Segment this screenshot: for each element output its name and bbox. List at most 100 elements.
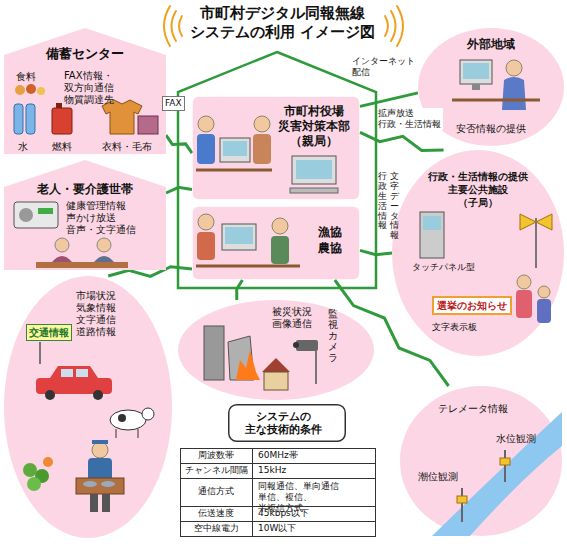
loudspeaker-pole (520, 214, 552, 268)
river-part (432, 412, 562, 536)
ellipse-fill (178, 300, 374, 400)
node-text-slot: FAX情報・双方向通信 物質調達先 (64, 70, 160, 106)
cow-part (138, 429, 139, 438)
damaged-town-part (236, 350, 260, 380)
gauge-poles-part (457, 496, 467, 503)
coop-staff (196, 214, 300, 266)
car (36, 366, 112, 400)
damaged-town (204, 326, 290, 390)
node-text-slot: 漁協 農協 (318, 224, 347, 256)
office-staff-part (220, 138, 250, 162)
label-text: FAX (162, 96, 185, 111)
edge-label: 拡声放送 行政・生活情報 (378, 108, 443, 130)
car-part (50, 366, 98, 378)
diagram-title: 市町村デジタル同報無線 システムの利用 イメージ図 (188, 4, 377, 42)
radio-waves-part (385, 16, 388, 36)
remote-user (452, 60, 540, 110)
citizens-part (517, 275, 531, 289)
label-text-slot: 行政・生活情報 (378, 172, 387, 231)
gauge-poles-part (504, 450, 506, 482)
remote-user-part (463, 63, 489, 79)
coop-staff-part (272, 218, 288, 234)
market-worker-part (83, 481, 97, 487)
river (432, 412, 562, 536)
elderly-couple-part (55, 238, 69, 252)
radio-waves-part (391, 11, 396, 41)
office-staff-part (198, 116, 214, 132)
sign-pole (40, 342, 41, 364)
node-text: 健康管理情報 声かけ放送 音声・文字通信 (66, 200, 138, 236)
label-text-slot: 通信方式 (180, 486, 252, 497)
cow-part (110, 410, 146, 430)
coop-staff-part (271, 236, 289, 264)
radio-waves-part (397, 6, 403, 46)
node-text-slot: 被災状況 画像通信 (272, 306, 316, 330)
radio-waves-part (172, 11, 177, 41)
cow-part (116, 429, 117, 438)
ellipse-node: 交通情報市場状況 気象情報 文字通信 道路情報 (4, 276, 172, 538)
remote-user-part (502, 77, 526, 110)
radio-icon-part (19, 208, 33, 222)
cow-part (142, 408, 154, 420)
car-part (76, 369, 88, 377)
node-text-slot: 潮位観測 (418, 470, 458, 483)
market-worker-part (76, 478, 124, 494)
coop-staff-part (196, 265, 300, 268)
label-text-slot: チャンネル間隔 (180, 465, 252, 476)
node-text: 衣料・毛布 (102, 140, 152, 153)
office-staff-part (254, 116, 270, 132)
house-outline-part (178, 52, 376, 288)
node-text-slot: 外部地域 (418, 37, 564, 52)
label-text: 行政・生活情報 (378, 172, 387, 231)
vegetables-part (23, 463, 37, 477)
market-worker-part (102, 494, 110, 512)
food-icon-part (37, 87, 45, 95)
edge-label-slot: 拡声放送 行政・生活情報 (378, 108, 443, 130)
node-text-slot: タッチパネル型 (412, 262, 475, 273)
coop-staff-part (222, 224, 256, 250)
office-staff-part (296, 160, 332, 179)
node-text-slot: 監視カメラ (328, 308, 338, 363)
elderly-couple-part (94, 256, 114, 262)
touch-panel-kiosk-part (423, 216, 441, 230)
label-text-slot: 60MHz帯 (258, 450, 298, 461)
round-node: システムの 主な技術的条件 (228, 404, 346, 442)
node-text: 備蓄センター (4, 46, 166, 62)
surveillance-camera-part (296, 340, 318, 351)
water-icon-part (26, 104, 35, 134)
label-text: 10W以下 (258, 523, 296, 534)
node-text-slot: 老人・要介護世帯 (4, 182, 166, 197)
radio-waves-part (164, 6, 170, 46)
surveillance-camera-part (315, 351, 317, 384)
node-text-slot: 交通情報 (26, 324, 72, 341)
damaged-town-part (204, 326, 224, 380)
node-text-slot: 市町村役場 災害対策本部 （親局） (276, 104, 353, 149)
ellipse-fill (392, 150, 564, 356)
node-text-slot: 水 (18, 140, 28, 153)
node-text: 燃料 (52, 140, 72, 153)
ellipse-fill (4, 276, 172, 538)
market-worker-part (101, 481, 115, 487)
coop-staff-part (225, 227, 253, 244)
touch-panel-kiosk-part (420, 212, 444, 258)
label-text-slot: FAX (162, 96, 185, 111)
node-text: 漁協 農協 (318, 224, 347, 256)
node-text: 交通情報 (26, 324, 72, 341)
car-part (61, 369, 73, 377)
elderly-couple-part (52, 256, 72, 262)
office-staff-part (290, 188, 338, 193)
coop-staff-part (198, 214, 214, 230)
citizens-part (537, 299, 551, 323)
radio-icon-part (14, 202, 58, 228)
label-text: 45kbps以下 (258, 508, 309, 519)
label-text: 15kHz (258, 465, 286, 476)
vegetables-part (27, 477, 41, 491)
office-staff-part (253, 134, 271, 164)
spec-table-part (180, 463, 375, 464)
node-text-slot: 燃料 (52, 140, 72, 153)
office-staff (196, 116, 338, 193)
node-text: タッチパネル型 (412, 262, 475, 273)
house-fill (4, 28, 166, 154)
